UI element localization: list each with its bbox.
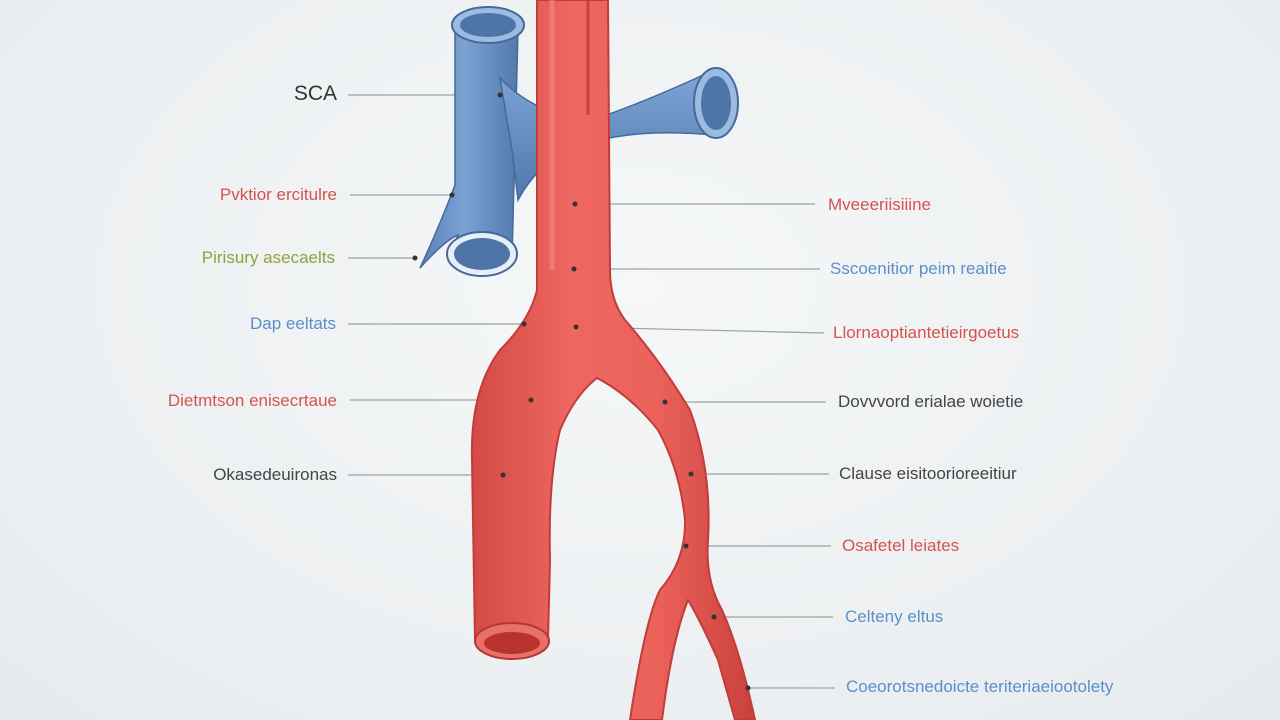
artery-bottom-lumen xyxy=(484,632,540,654)
vein-right-lumen xyxy=(701,76,731,130)
marker-dot-l1 xyxy=(449,192,455,198)
marker-dot-r6 xyxy=(683,543,689,549)
label-right-1: Mveeeriisiiine xyxy=(828,195,931,214)
label-right-8: Coeorotsnedoicte teriteriaeiootolety xyxy=(846,677,1114,696)
label-left-4: Dietmtson enisecrtaue xyxy=(167,391,337,410)
vein-vertical xyxy=(419,29,519,269)
leader-lines xyxy=(348,94,835,689)
artery-main-trunk xyxy=(470,0,757,720)
marker-dot-sca xyxy=(497,92,503,98)
marker-dot-r8 xyxy=(745,685,751,691)
label-right-7: Celteny eltus xyxy=(845,607,944,626)
label-right-2: Sscoenitior peim reaitie xyxy=(830,259,1007,278)
vein-horizontal xyxy=(498,68,723,203)
marker-dot-r1 xyxy=(572,201,578,207)
label-left-3: Dap eeltats xyxy=(250,314,336,333)
marker-dot-r2 xyxy=(571,266,577,272)
marker-dot-r4 xyxy=(662,399,668,405)
label-right-6: Osafetel leiates xyxy=(842,536,960,555)
marker-dot-l3 xyxy=(521,321,527,327)
label-right-5: Clause eisitoorioreeitiur xyxy=(839,464,1017,483)
marker-dot-r3 xyxy=(573,324,579,330)
artery-system xyxy=(470,0,757,720)
label-left-1: Pvktior ercitulre xyxy=(219,185,337,204)
marker-dots xyxy=(412,92,751,691)
marker-dot-r7 xyxy=(711,614,717,620)
label-sca: SCA xyxy=(293,82,337,105)
label-left-5: Okasedeuironas xyxy=(213,465,337,484)
vein-bottom-lumen xyxy=(454,238,510,270)
marker-dot-r5 xyxy=(688,471,694,477)
marker-dot-l5 xyxy=(500,472,506,478)
marker-dot-l4 xyxy=(528,397,534,403)
vein-top-lumen xyxy=(460,13,516,37)
label-left-2: Pirisury asecaelts xyxy=(201,248,335,267)
label-right-4: Dovvvord erialae woietie xyxy=(838,392,1024,411)
label-right-3: Llornaoptiantetieirgoetus xyxy=(833,323,1020,342)
marker-dot-l2 xyxy=(412,255,418,261)
